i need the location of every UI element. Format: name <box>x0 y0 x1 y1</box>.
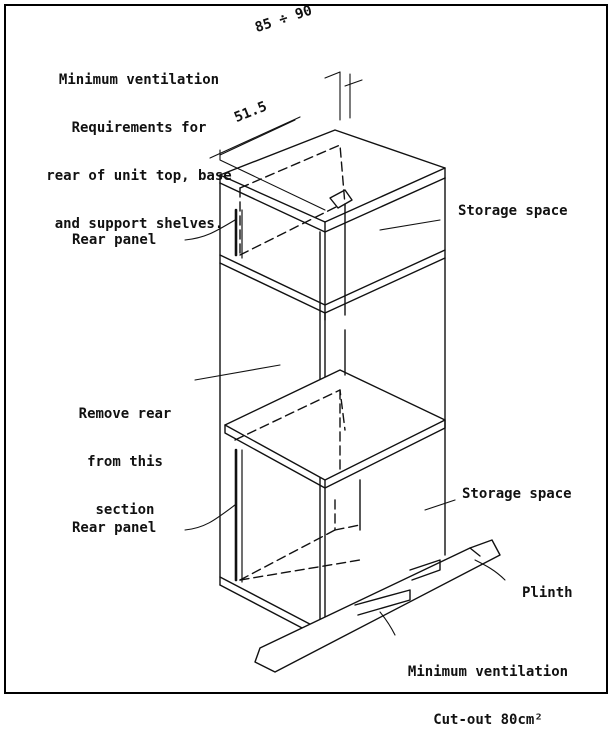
rear-panel-upper <box>234 208 243 259</box>
top-ventilation-note: Minimum ventilation Requirements for rea… <box>46 72 232 232</box>
upper-shelf <box>219 249 446 321</box>
rear-panel-lower <box>234 448 243 583</box>
plinth-label: Plinth <box>522 585 573 601</box>
bottom-ventilation-note: Minimum ventilation Cut-out 80cm² <box>407 664 569 728</box>
storage-space-upper-label: Storage space <box>458 203 568 219</box>
remove-rear-label: Remove rear from this section <box>78 406 172 518</box>
hidden-rear-lines <box>234 144 361 581</box>
plinth <box>254 539 501 673</box>
rear-panel-lower-label: Rear panel <box>72 520 157 536</box>
storage-space-lower-label: Storage space <box>462 486 572 502</box>
rear-panel-upper-label: Rear panel <box>72 232 157 248</box>
cabinet-isometric-drawing <box>184 71 506 673</box>
middle-shelf <box>224 369 446 489</box>
dimension-marks <box>209 71 363 211</box>
leader-lines <box>184 219 506 636</box>
diagram-frame <box>4 4 608 694</box>
